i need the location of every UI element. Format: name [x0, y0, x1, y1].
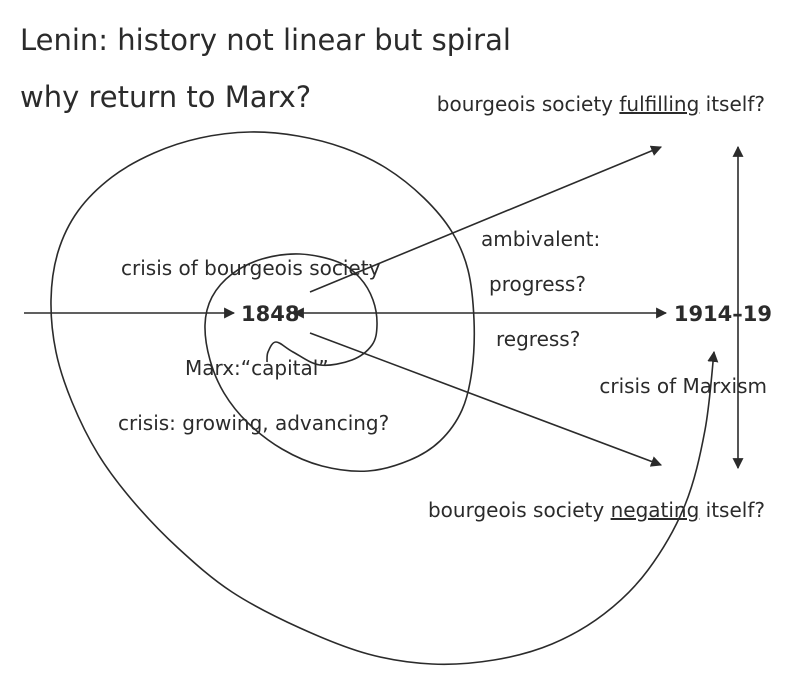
label-regress: regress?	[496, 327, 580, 351]
year-1848: 1848	[241, 302, 299, 326]
history-spiral	[50, 131, 719, 666]
title-line-1: Lenin: history not linear but spiral	[20, 23, 511, 57]
title-line-2: why return to Marx?	[20, 80, 311, 114]
label-marx-capital: Marx:“capital”	[185, 356, 329, 380]
fulfilling-emphasis: fulfilling	[619, 92, 699, 116]
label-fulfilling: bourgeois society fulfilling itself?	[437, 92, 765, 116]
label-negating: bourgeois society negating itself?	[428, 498, 765, 522]
year-1914-19: 1914–19	[674, 302, 772, 326]
label-crisis-marxism: crisis of Marxism	[599, 374, 767, 398]
negating-emphasis: negating	[611, 498, 700, 522]
label-progress: progress?	[489, 272, 586, 296]
arrow-to-fulfilling	[309, 145, 663, 293]
label-crisis-bourgeois: crisis of bourgeois society	[121, 256, 381, 280]
arrow-to-negating	[309, 332, 663, 467]
label-ambivalent: ambivalent:	[481, 227, 600, 251]
label-crisis-growing: crisis: growing, advancing?	[118, 411, 389, 435]
